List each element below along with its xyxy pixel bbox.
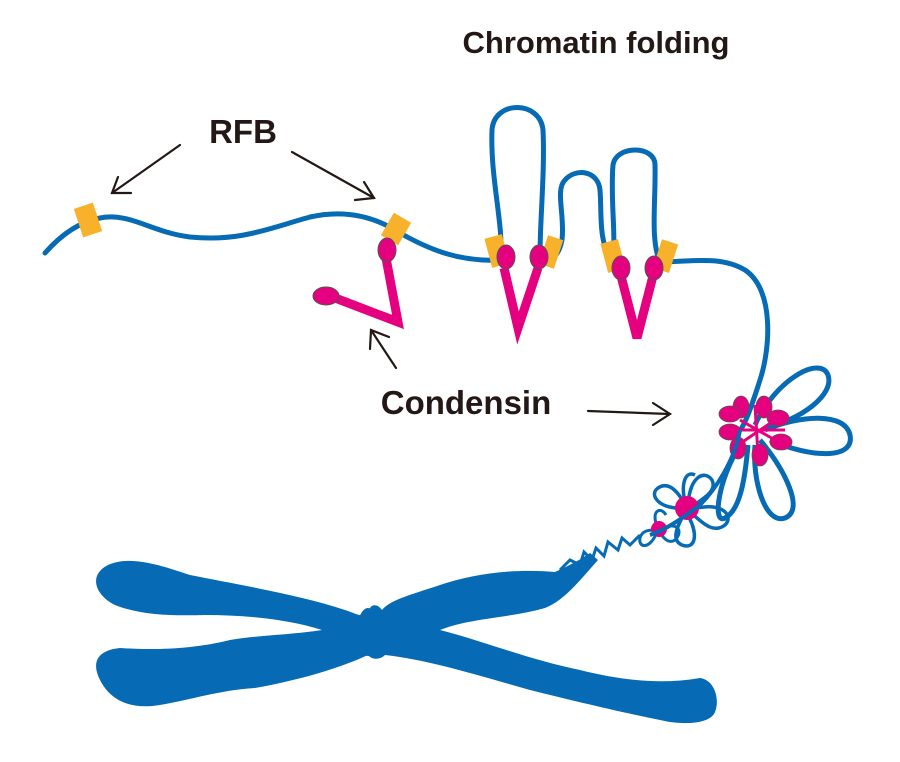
rfb-site (380, 212, 412, 246)
rfb-label: RFB (209, 113, 277, 150)
condensin-arrow-up (368, 328, 398, 370)
rfb-sites (73, 202, 679, 274)
rosette-large (715, 365, 853, 522)
rfb-site (73, 202, 103, 238)
condensin-open (312, 237, 404, 330)
condensin-arrow-right (586, 401, 673, 427)
condensin-label: Condensin (381, 384, 552, 421)
rfb-arrow-right (290, 150, 376, 202)
mitotic-chromosome (96, 553, 717, 724)
rfb-arrow-left (110, 143, 182, 195)
condensin-loop-2 (611, 255, 664, 340)
coil-connector (649, 429, 742, 537)
condensin-loop-1 (496, 244, 549, 345)
diagram-title: Chromatin folding (463, 25, 730, 60)
